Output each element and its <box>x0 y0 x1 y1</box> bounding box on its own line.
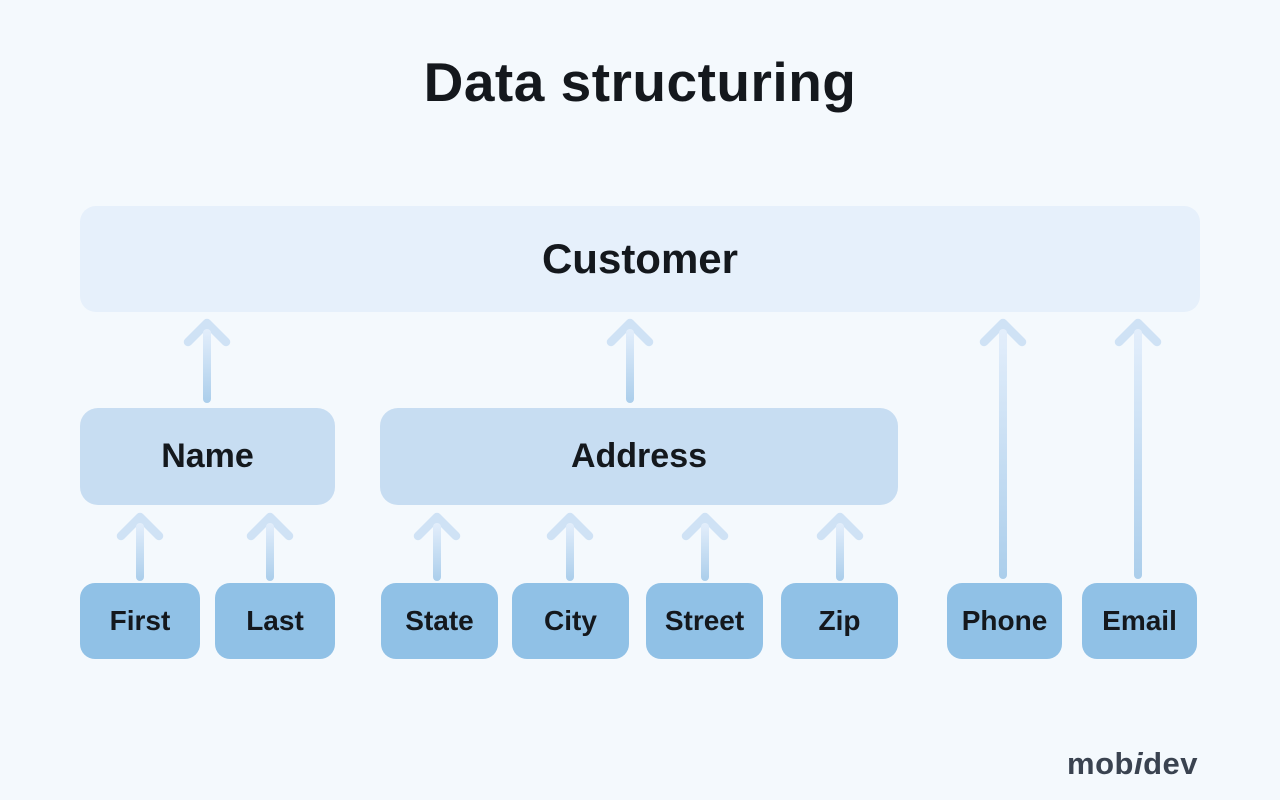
box-email: Email <box>1082 583 1197 659</box>
logo-part-1: mob <box>1067 746 1134 781</box>
arrow-street-to-address <box>681 512 729 581</box>
arrow-first-to-name <box>116 512 164 581</box>
logo-part-italic-i: i <box>1133 746 1144 781</box>
box-address: Address <box>380 408 898 505</box>
box-city: City <box>512 583 629 659</box>
arrow-email-to-customer <box>1114 318 1162 579</box>
page-title: Data structuring <box>423 51 857 113</box>
arrow-city-to-address <box>546 512 594 581</box>
logo-part-2: dev <box>1143 746 1198 781</box>
box-state: State <box>381 583 498 659</box>
box-last: Last <box>215 583 335 659</box>
arrow-phone-to-customer <box>979 318 1027 579</box>
box-phone: Phone <box>947 583 1062 659</box>
box-zip: Zip <box>781 583 898 659</box>
box-customer: Customer <box>80 206 1200 312</box>
arrow-zip-to-address <box>816 512 864 581</box>
box-first: First <box>80 583 200 659</box>
arrow-name-to-customer <box>183 318 231 403</box>
box-name: Name <box>80 408 335 505</box>
mobidev-logo: mobidev <box>1067 746 1198 782</box>
arrow-state-to-address <box>413 512 461 581</box>
box-street: Street <box>646 583 763 659</box>
arrow-address-to-customer <box>606 318 654 403</box>
arrow-last-to-name <box>246 512 294 581</box>
